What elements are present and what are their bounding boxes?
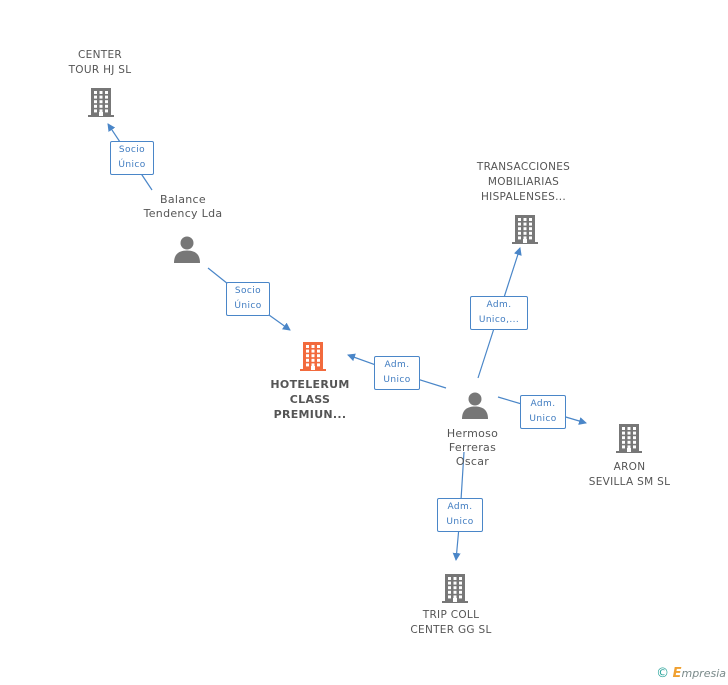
edge-label-adm-transacciones[interactable]: Adm. Unico,... (470, 296, 528, 330)
node-label-line: CLASS (289, 393, 331, 406)
building-icon[interactable] (614, 422, 644, 454)
building-icon[interactable] (86, 86, 116, 118)
node-label-line: TRIP COLL (422, 609, 480, 621)
node-label-line: HISPALENSES... (480, 191, 567, 203)
node-label-line: Balance (160, 193, 206, 206)
node-label-line: HOTELERUM (270, 378, 350, 391)
focus-building-icon[interactable] (298, 340, 328, 372)
edge-label-line: Adm. (384, 360, 410, 370)
edge-label-adm-aron[interactable]: Adm. Unico (520, 395, 566, 429)
node-label-line: TOUR HJ SL (68, 64, 132, 76)
edge-label-line: Único (118, 160, 146, 170)
edge-label-line: Adm. (447, 502, 473, 512)
edge-label-line: Socio (234, 286, 262, 296)
copyright-symbol: © (656, 666, 670, 681)
edge-label-line: Unico (383, 375, 411, 385)
node-label-line: Oscar (455, 455, 490, 468)
edge-label-line: Unico (529, 414, 557, 424)
edge-label-line: Unico (446, 517, 474, 527)
empresia-logo: © Empresia (656, 666, 726, 681)
node-label-line: Ferreras (448, 441, 497, 454)
building-icon[interactable] (510, 213, 540, 245)
node-label-line: TRANSACCIONES (476, 161, 571, 173)
node-trip-coll-label: TRIP COLL CENTER GG SL (396, 608, 506, 638)
node-aron-label: ARON SEVILLA SM SL (572, 460, 687, 490)
node-hotelerum-label: HOTELERUM CLASS PREMIUN... (255, 377, 365, 422)
brand-initial: E (672, 666, 682, 681)
person-icon[interactable] (172, 234, 202, 264)
node-label-line: Hermoso (446, 427, 499, 440)
node-label-line: CENTER GG SL (410, 624, 492, 636)
node-label-line: CENTER (78, 49, 122, 61)
node-center-tour-label: CENTER TOUR HJ SL (50, 48, 150, 78)
edge-label-line: Unico,... (478, 315, 520, 325)
node-label-line: ARON (613, 461, 646, 473)
edge-label-adm-hotel[interactable]: Adm. Unico (374, 356, 420, 390)
edge-label-line: Socio (118, 145, 146, 155)
edge-label-line: Adm. (530, 399, 556, 409)
node-transacciones-label: TRANSACCIONES MOBILIARIAS HISPALENSES... (466, 160, 581, 205)
edge-label-line: Adm. (486, 300, 512, 310)
node-label-line: SEVILLA SM SL (588, 476, 671, 488)
building-icon[interactable] (440, 572, 470, 604)
edge-label-line: Único (234, 301, 262, 311)
brand-name: mpresia (681, 667, 726, 680)
node-label-line: MOBILIARIAS (487, 176, 560, 188)
node-label-line: Tendency Lda (143, 207, 223, 220)
person-icon[interactable] (460, 390, 490, 420)
edge-label-adm-trip[interactable]: Adm. Unico (437, 498, 483, 532)
node-label-line: PREMIUN... (273, 408, 347, 421)
